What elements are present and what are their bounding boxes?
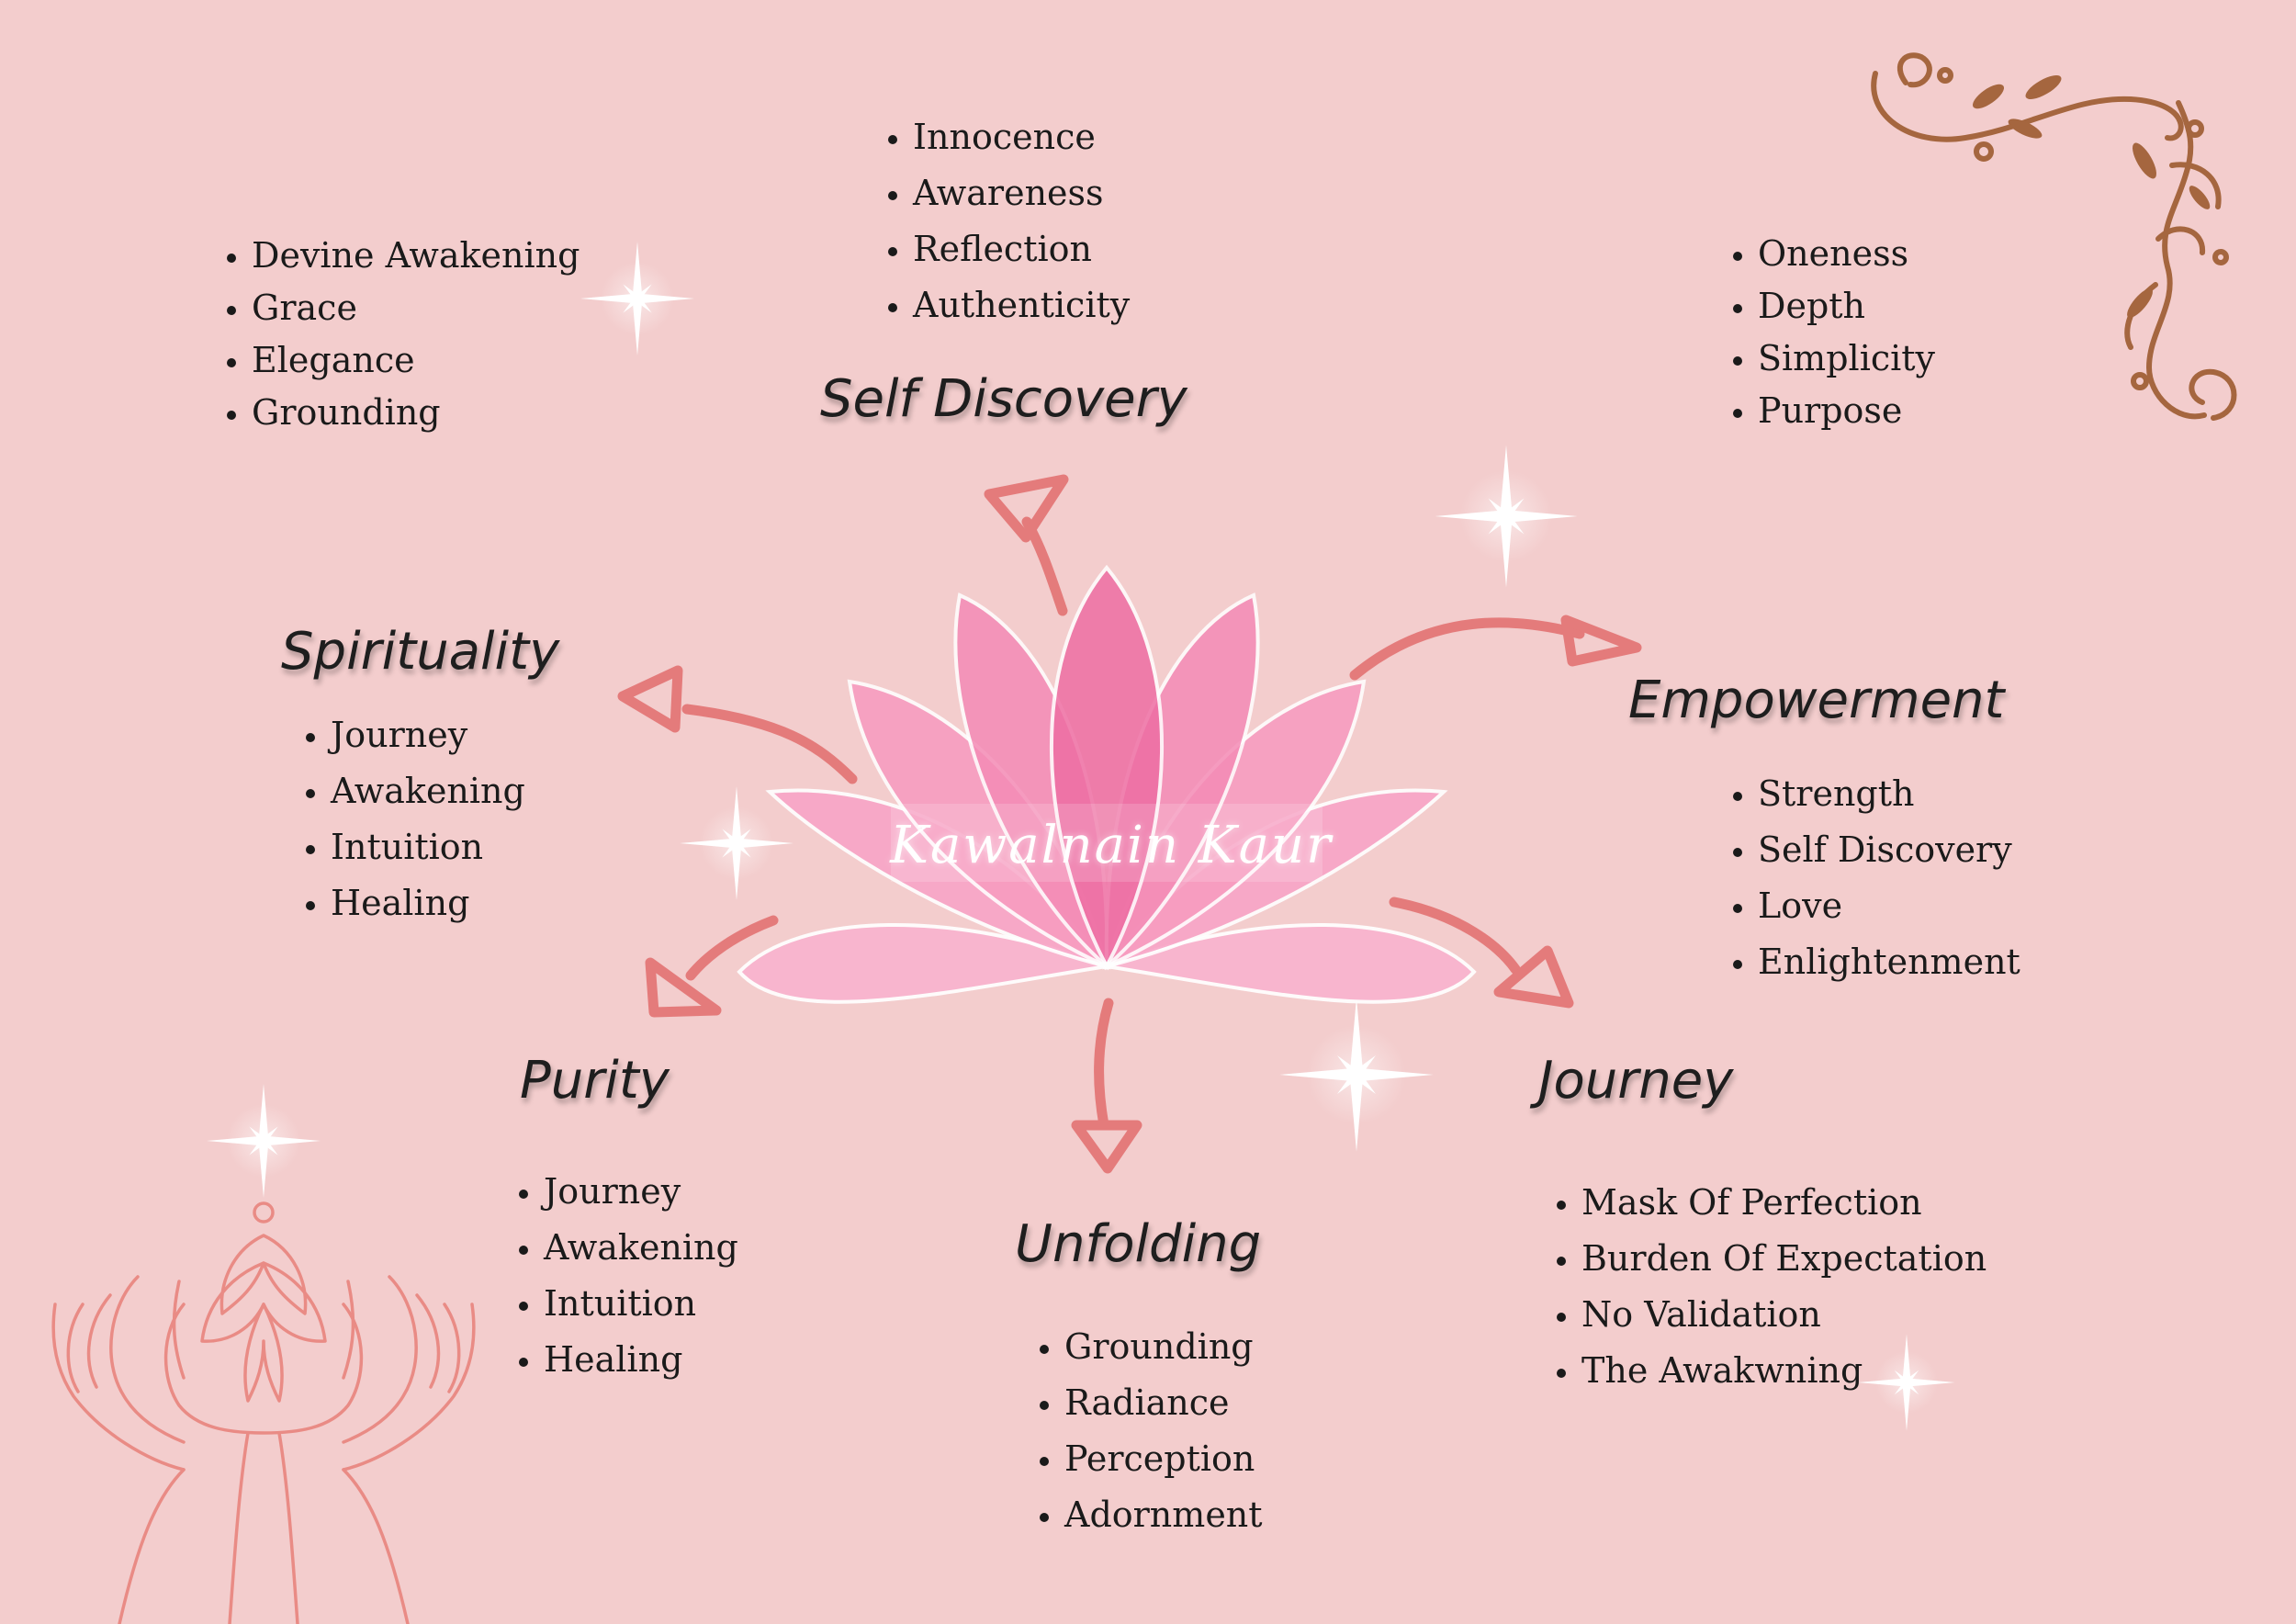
list-journey: Mask Of Perfection Burden Of Expectation… bbox=[1543, 1175, 1986, 1399]
list-item: Perception bbox=[1064, 1431, 1263, 1487]
sparkle-icon bbox=[680, 786, 793, 900]
list-item: Oneness bbox=[1758, 228, 1935, 280]
list-item: Love bbox=[1758, 878, 2020, 934]
list-empowerment: Strength Self Discovery Love Enlightenme… bbox=[1719, 766, 2020, 990]
list-item: Strength bbox=[1758, 766, 2020, 822]
list-top-left: Devine Awakening Grace Elegance Groundin… bbox=[213, 230, 580, 439]
arrows bbox=[617, 474, 1642, 1174]
list-self-discovery: Innocence Awareness Reflection Authentic… bbox=[874, 109, 1130, 333]
list-item: Elegance bbox=[252, 334, 580, 387]
list-item: Radiance bbox=[1064, 1375, 1263, 1431]
center-name: Kawalnain Kaur bbox=[890, 816, 1333, 875]
hands-holding-lotus-icon bbox=[51, 1201, 476, 1624]
sparkle-icon bbox=[1279, 998, 1434, 1152]
list-item: Enlightenment bbox=[1758, 934, 2020, 990]
lotus-flower-icon bbox=[737, 564, 1477, 1004]
list-item: Devine Awakening bbox=[252, 230, 580, 282]
arrow-icon bbox=[1389, 897, 1574, 1009]
list-item: Authenticity bbox=[913, 277, 1130, 333]
list-item: Mask Of Perfection bbox=[1581, 1175, 1986, 1231]
list-item: Healing bbox=[544, 1332, 738, 1388]
heading-self-discovery: Self Discovery bbox=[820, 369, 1187, 429]
list-item: Innocence bbox=[913, 109, 1130, 165]
list-item: Intuition bbox=[331, 819, 525, 875]
arrow-icon bbox=[645, 915, 779, 1018]
arrow-icon bbox=[1071, 998, 1142, 1174]
list-spirituality: Journey Awakening Intuition Healing bbox=[292, 707, 525, 931]
heading-purity: Purity bbox=[520, 1051, 670, 1111]
list-item: Reflection bbox=[913, 221, 1130, 277]
list-item: Intuition bbox=[544, 1276, 738, 1332]
list-item: Grounding bbox=[252, 387, 580, 439]
arrow-icon bbox=[1349, 615, 1642, 681]
list-item: No Validation bbox=[1581, 1287, 1986, 1343]
list-item: Grace bbox=[252, 282, 580, 334]
arrow-icon bbox=[617, 665, 858, 784]
arrow-icon bbox=[984, 474, 1069, 616]
list-item: The Awakwning bbox=[1581, 1343, 1986, 1399]
list-purity: Journey Awakening Intuition Healing bbox=[505, 1164, 738, 1388]
heading-spirituality: Spirituality bbox=[281, 622, 560, 682]
list-item: Awareness bbox=[913, 165, 1130, 221]
list-item: Self Discovery bbox=[1758, 822, 2020, 878]
list-item: Simplicity bbox=[1758, 333, 1935, 385]
list-item: Journey bbox=[331, 707, 525, 763]
ornament-corner-icon bbox=[1871, 52, 2237, 421]
sparkle-icon bbox=[580, 242, 694, 355]
list-item: Awakening bbox=[544, 1220, 738, 1276]
list-item: Healing bbox=[331, 875, 525, 931]
list-top-right: Oneness Depth Simplicity Purpose bbox=[1719, 228, 1935, 437]
list-item: Depth bbox=[1758, 280, 1935, 333]
list-item: Grounding bbox=[1064, 1319, 1263, 1375]
list-item: Awakening bbox=[331, 763, 525, 819]
sparkle-icon bbox=[207, 1084, 321, 1198]
list-item: Purpose bbox=[1758, 385, 1935, 437]
list-item: Adornment bbox=[1064, 1487, 1263, 1543]
heading-empowerment: Empowerment bbox=[1628, 671, 2005, 730]
sparkle-icon bbox=[1435, 445, 1578, 588]
list-item: Journey bbox=[544, 1164, 738, 1220]
list-item: Burden Of Expectation bbox=[1581, 1231, 1986, 1287]
heading-unfolding: Unfolding bbox=[1015, 1214, 1262, 1274]
heading-journey: Journey bbox=[1538, 1051, 1734, 1111]
list-unfolding: Grounding Radiance Perception Adornment bbox=[1026, 1319, 1263, 1543]
